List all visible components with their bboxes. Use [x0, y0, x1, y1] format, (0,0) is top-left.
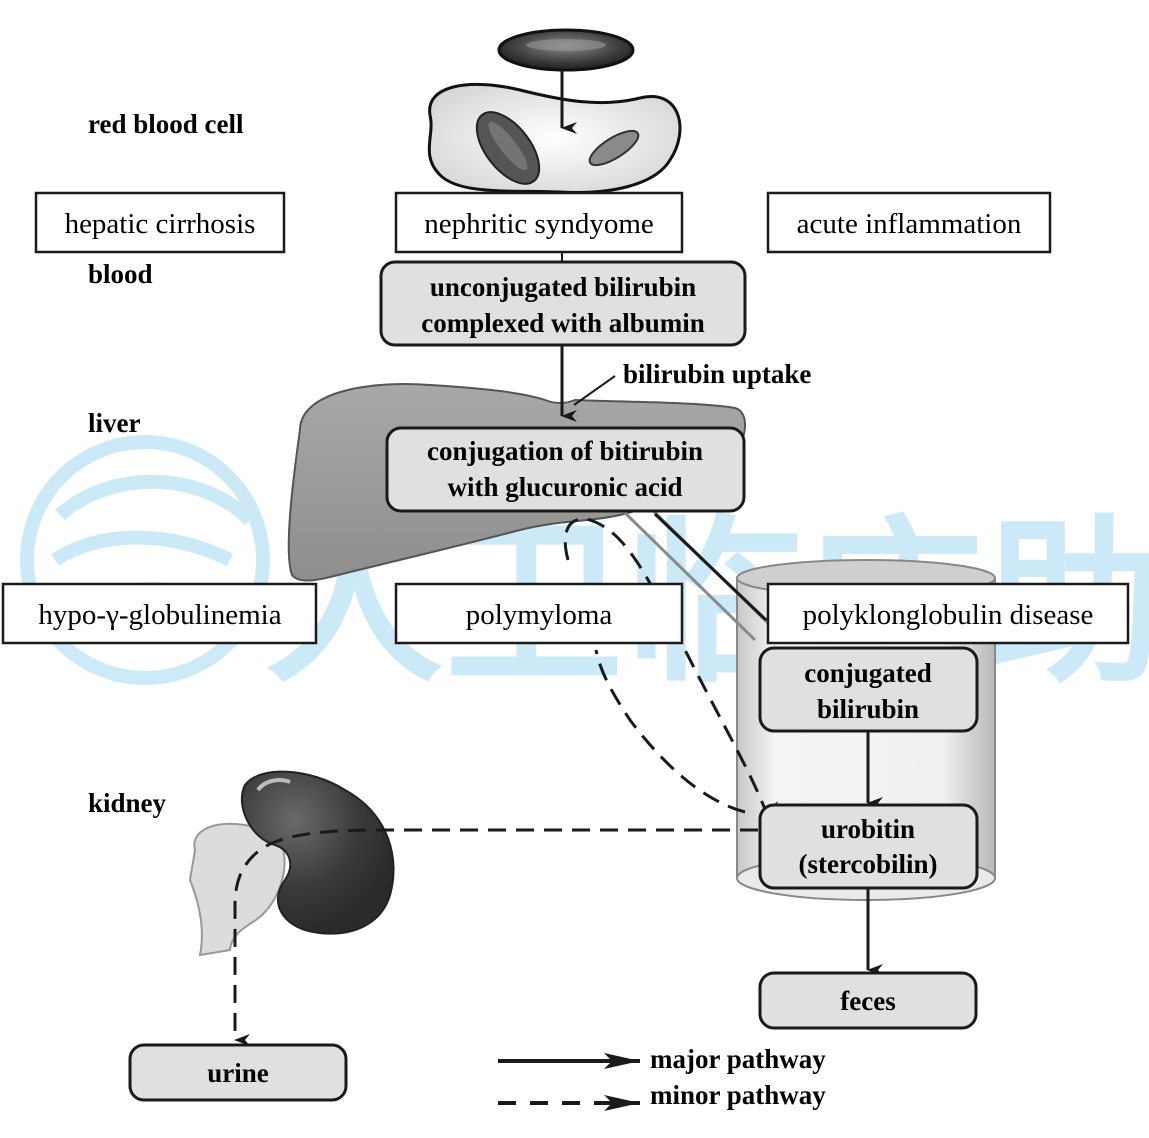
macrophage-icon — [427, 82, 682, 194]
process-label-line-1: conjugation of bitirubin — [427, 436, 703, 466]
process-label-line-2: bilirubin — [817, 694, 919, 724]
process-box-feces[interactable]: feces — [758, 971, 978, 1030]
process-label: feces — [840, 986, 895, 1016]
disease-box-nephritic-syndrome[interactable]: nephritic syndyome — [394, 191, 684, 254]
disease-label: hepatic cirrhosis — [65, 208, 256, 240]
process-box-urobitin[interactable]: urobitin (stercobilin) — [758, 803, 979, 890]
disease-box-acute-inflammation[interactable]: acute inflammation — [766, 191, 1052, 254]
disease-box-hepatic-cirrhosis[interactable]: hepatic cirrhosis — [34, 191, 286, 254]
legend-minor-label: minor pathway — [650, 1080, 826, 1110]
arrow-minor-to-kidney — [233, 828, 758, 1046]
process-box-unconjugated-bilirubin[interactable]: unconjugated bilirubin complexed with al… — [379, 260, 747, 347]
row-label-red-blood-cell: red blood cell — [88, 109, 244, 139]
legend-major-label: major pathway — [650, 1044, 826, 1074]
disease-label: nephritic syndyome — [424, 208, 654, 240]
disease-label: hypo-γ-globulinemia — [38, 599, 281, 631]
disease-box-polymyloma[interactable]: polymyloma — [394, 582, 684, 645]
process-label-line-1: conjugated — [804, 658, 932, 688]
disease-box-hypo-gamma-globulinemia[interactable]: hypo-γ-globulinemia — [1, 582, 318, 645]
process-box-conjugation[interactable]: conjugation of bitirubin with glucuronic… — [385, 426, 746, 513]
arrow-major-liver-to-intestine — [653, 512, 781, 622]
disease-label: acute inflammation — [797, 208, 1022, 240]
process-label-line-1: urobitin — [821, 814, 915, 844]
bilirubin-uptake-pointer — [573, 375, 616, 406]
legend: major pathway minor pathway — [498, 1044, 826, 1111]
process-label-line-2: with glucuronic acid — [447, 472, 682, 502]
process-label-line-1: unconjugated bilirubin — [430, 272, 696, 302]
process-box-urine[interactable]: urine — [128, 1043, 348, 1102]
arrow-minor-liver-loop — [563, 517, 783, 813]
red-blood-cell-icon — [497, 28, 635, 72]
process-label-line-2: (stercobilin) — [799, 849, 938, 879]
arrow-minor-enterohepatic — [594, 649, 746, 814]
process-label: urine — [207, 1058, 269, 1088]
disease-box-polyklonglobulin[interactable]: polyklonglobulin disease — [766, 582, 1130, 645]
process-box-conjugated-bilirubin[interactable]: conjugated bilirubin — [758, 646, 979, 733]
row-label-blood: blood — [88, 259, 153, 289]
kidney-icon — [188, 770, 395, 957]
row-label-kidney: kidney — [88, 788, 167, 818]
row-label-liver: liver — [88, 408, 140, 438]
disease-label: polymyloma — [466, 599, 613, 631]
annotation-bilirubin-uptake: bilirubin uptake — [623, 359, 811, 389]
process-label-line-2: complexed with albumin — [421, 308, 705, 338]
disease-label: polyklonglobulin disease — [803, 599, 1094, 631]
